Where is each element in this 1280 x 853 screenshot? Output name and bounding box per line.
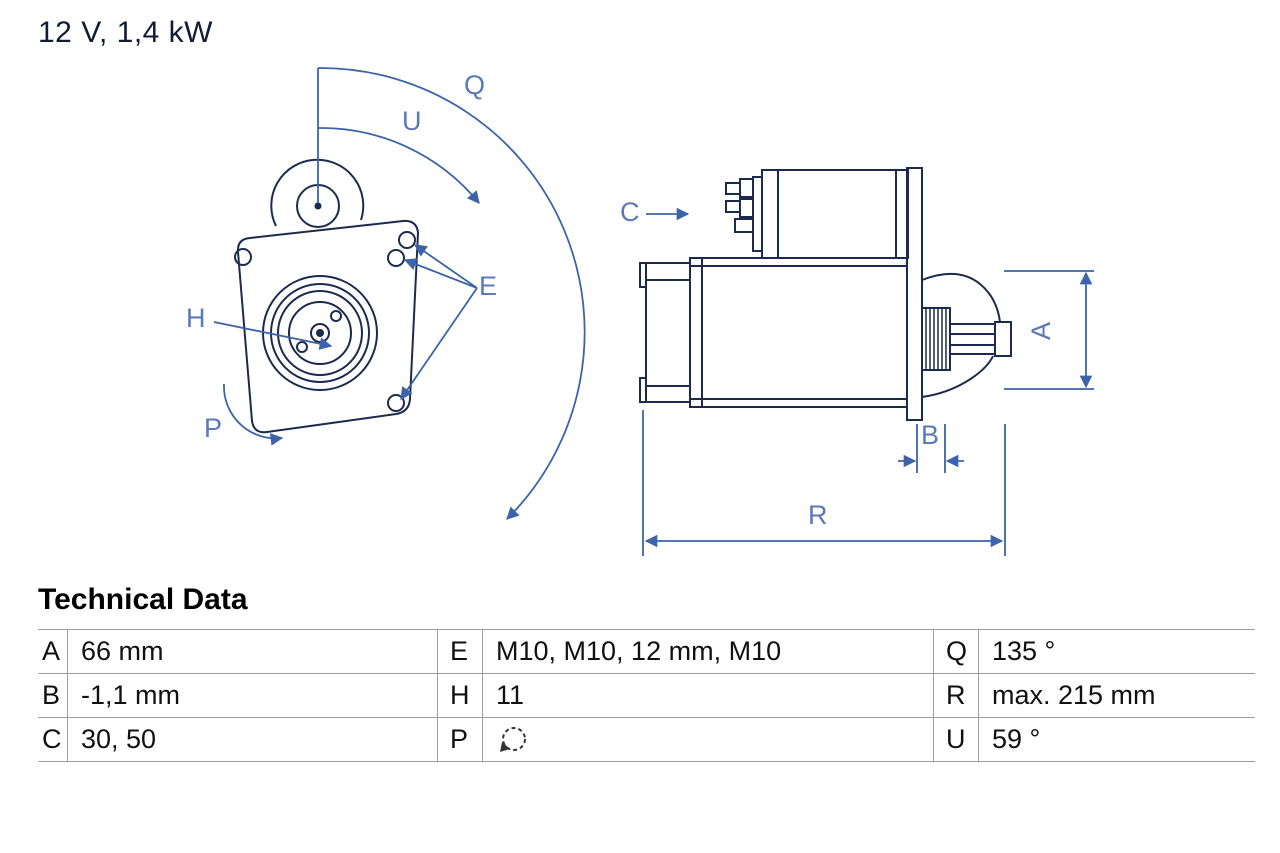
technical-data-section: Technical Data A 66 mm E M10, M10, 12 mm… <box>0 583 1280 762</box>
tech-key: B <box>38 674 68 717</box>
dim-label-e: E <box>479 271 498 301</box>
table-row: B -1,1 mm H 11 R max. 215 mm <box>38 674 1255 718</box>
tech-value: -1,1 mm <box>81 680 181 710</box>
dim-label-c: C <box>620 197 640 227</box>
tech-value: 66 mm <box>81 636 164 666</box>
tech-value: M10, M10, 12 mm, M10 <box>496 636 782 666</box>
tech-key: P <box>437 718 483 761</box>
technical-data-table: A 66 mm E M10, M10, 12 mm, M10 Q 135 ° B… <box>38 629 1255 762</box>
tech-key: C <box>38 718 68 761</box>
table-row: A 66 mm E M10, M10, 12 mm, M10 Q 135 ° <box>38 630 1255 674</box>
dimension-annotations <box>213 67 1094 556</box>
dim-label-u: U <box>402 106 422 136</box>
tech-key: A <box>38 630 68 673</box>
dim-label-a: A <box>1026 321 1057 341</box>
tech-key: H <box>437 674 483 717</box>
side-view-drawing <box>639 167 1012 421</box>
tech-value: 11 <box>496 680 525 710</box>
technical-drawing: Q U E H P C A B R <box>186 67 1094 556</box>
drawing-canvas <box>213 67 1094 556</box>
dim-label-h: H <box>186 303 206 333</box>
tech-value: max. 215 mm <box>992 680 1156 710</box>
tech-value: 135 ° <box>992 636 1056 666</box>
dim-label-b: B <box>921 420 940 450</box>
table-row: C 30, 50 P U 59 ° <box>38 718 1255 762</box>
tech-value: 59 ° <box>992 724 1041 754</box>
front-view-drawing <box>234 158 420 434</box>
technical-data-heading: Technical Data <box>38 583 248 616</box>
rotation-direction-icon <box>500 726 526 752</box>
tech-key: U <box>933 718 979 761</box>
dim-label-p: P <box>204 413 223 443</box>
tech-value <box>483 718 933 761</box>
tech-value: 30, 50 <box>81 724 157 754</box>
tech-key: R <box>933 674 979 717</box>
spec-title: 12 V, 1,4 kW <box>38 16 213 49</box>
tech-key: Q <box>933 630 979 673</box>
dim-label-r: R <box>808 500 828 530</box>
tech-key: E <box>437 630 483 673</box>
dim-label-q: Q <box>464 70 486 100</box>
